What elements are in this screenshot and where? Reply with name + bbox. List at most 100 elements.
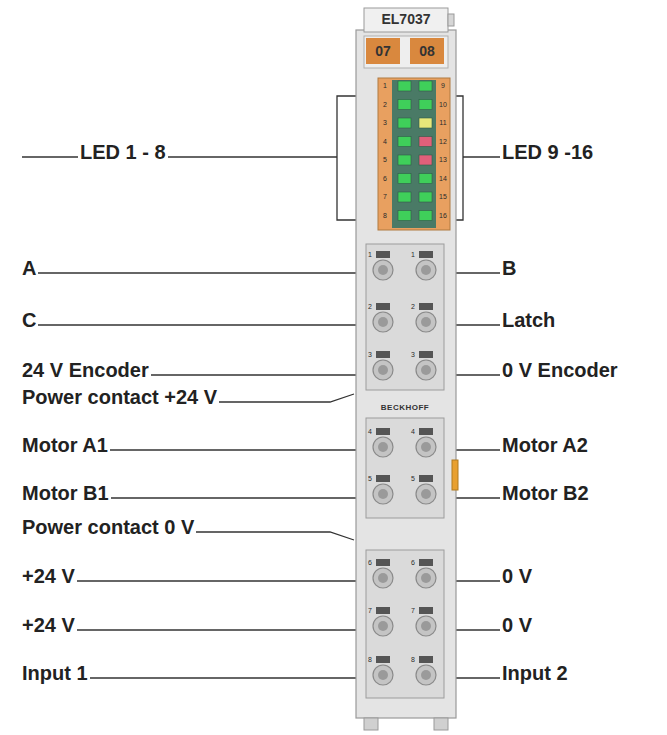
led <box>419 211 432 221</box>
led <box>419 155 432 165</box>
terminal-hole <box>421 365 431 375</box>
release-tab <box>376 607 390 614</box>
release-tab <box>419 559 433 566</box>
led-group-label: LED 1 - 8 <box>78 140 168 164</box>
brand-text: BECKHOFF <box>381 403 429 412</box>
signal-name: Motor A2 <box>500 433 590 457</box>
release-tab <box>419 475 433 482</box>
led <box>419 174 432 184</box>
signal-name: Power contact +24 V <box>20 385 219 409</box>
terminal-hole <box>421 573 431 583</box>
terminal-point <box>416 260 436 280</box>
led-number: 8 <box>383 212 387 220</box>
led-number: 11 <box>439 119 446 127</box>
led-number: 12 <box>439 138 447 146</box>
terminal-number: 8 <box>411 656 415 664</box>
terminal-number: 1 <box>411 251 415 259</box>
terminal-number: 2 <box>368 303 372 311</box>
led <box>419 81 432 91</box>
terminal-point <box>373 260 393 280</box>
release-tab <box>419 428 433 435</box>
housing <box>356 8 456 730</box>
terminal-point <box>373 616 393 636</box>
connector-block <box>366 244 444 390</box>
channel-tag: 08 <box>410 38 444 64</box>
terminal-point <box>373 568 393 588</box>
terminal-number: 4 <box>368 428 372 436</box>
terminal-hole <box>421 670 431 680</box>
terminal-hole <box>421 489 431 499</box>
led-window <box>392 80 436 228</box>
signal-name: C <box>20 308 38 332</box>
leader-line <box>22 324 370 325</box>
terminal-hole <box>378 365 388 375</box>
node-text: EL7037 <box>354 8 458 30</box>
release-tab <box>376 428 390 435</box>
led-group-label: LED 9 -16 <box>500 140 595 164</box>
signal-name: +24 V <box>20 564 77 588</box>
signal-name: Input 1 <box>20 661 90 685</box>
terminal-number: 5 <box>411 475 415 483</box>
release-tab <box>376 303 390 310</box>
led <box>419 100 432 110</box>
led-number: 14 <box>439 175 447 183</box>
terminal-number: 6 <box>411 559 415 567</box>
signal-name: Latch <box>500 308 557 332</box>
terminal-number: 3 <box>368 351 372 359</box>
led-number: 3 <box>383 119 387 127</box>
led <box>419 137 432 147</box>
terminal-number: 1 <box>368 251 372 259</box>
signal-name: A <box>20 256 38 280</box>
leader-line <box>22 156 337 157</box>
release-tab <box>376 559 390 566</box>
terminal-hole <box>421 265 431 275</box>
node-text: 08 <box>410 38 444 64</box>
terminal-point <box>416 484 436 504</box>
led-number: 6 <box>383 175 387 183</box>
terminal-number: 3 <box>411 351 415 359</box>
terminal-hole <box>378 670 388 680</box>
signal-name: Motor B2 <box>500 481 591 505</box>
terminal-point <box>416 665 436 685</box>
terminal-holes <box>378 265 431 680</box>
release-tab <box>376 656 390 663</box>
connector-block <box>366 418 444 518</box>
led-number: 15 <box>439 193 447 201</box>
terminal-hole <box>378 317 388 327</box>
led-number: 10 <box>439 101 447 109</box>
terminal-number: 4 <box>411 428 415 436</box>
led <box>398 81 411 91</box>
terminal-point <box>416 568 436 588</box>
signal-name: 24 V Encoder <box>20 358 151 382</box>
terminal-hole <box>378 442 388 452</box>
terminal-number: 5 <box>368 475 372 483</box>
terminal-hole <box>378 621 388 631</box>
signal-name: Motor B1 <box>20 481 111 505</box>
led-number: 2 <box>383 101 387 109</box>
terminal-point <box>373 437 393 457</box>
release-tab <box>419 351 433 358</box>
terminal-hole <box>421 442 431 452</box>
terminal-hole <box>378 265 388 275</box>
led <box>398 174 411 184</box>
led-number: 4 <box>383 138 387 146</box>
terminal-hole <box>378 489 388 499</box>
terminal-point <box>416 312 436 332</box>
led <box>398 118 411 128</box>
leds <box>398 81 432 221</box>
terminal-point <box>373 484 393 504</box>
led <box>419 118 432 128</box>
led-number: 9 <box>441 82 445 90</box>
led-number: 16 <box>439 212 447 220</box>
signal-name: 0 V Encoder <box>500 358 620 382</box>
release-tab <box>419 656 433 663</box>
terminal-hole <box>378 573 388 583</box>
led-number: 13 <box>439 156 447 164</box>
led-number: 7 <box>383 193 387 201</box>
housing-foot <box>434 718 448 730</box>
signal-name: B <box>500 256 518 280</box>
terminal-point <box>373 312 393 332</box>
led <box>419 192 432 202</box>
label-plate <box>364 36 448 68</box>
led <box>398 211 411 221</box>
